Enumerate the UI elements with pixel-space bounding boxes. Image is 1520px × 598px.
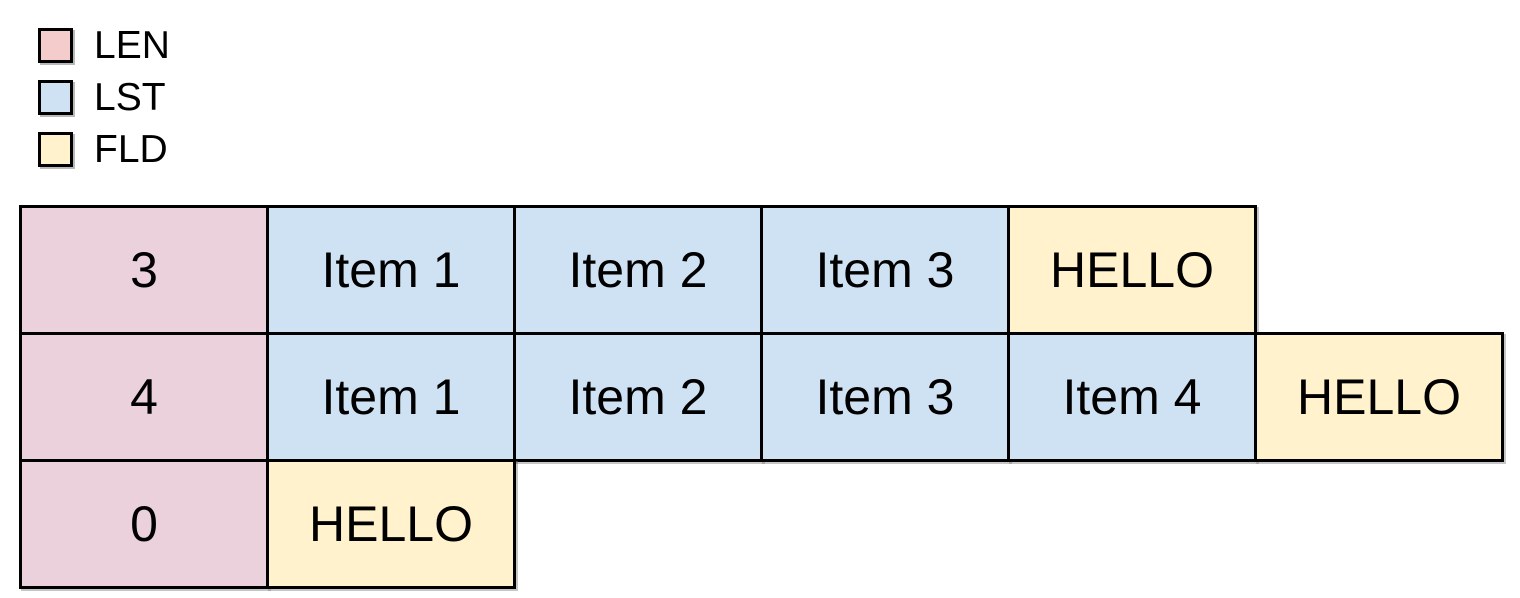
legend-label-lst: LST: [94, 76, 166, 119]
fld-cell: HELLO: [266, 459, 516, 589]
fld-cell: HELLO: [1254, 332, 1504, 462]
lst-color-swatch-icon: [38, 80, 73, 115]
legend-item-fld: FLD: [38, 128, 170, 171]
lst-item-cell: Item 3: [760, 332, 1010, 462]
fld-cell: HELLO: [1007, 205, 1257, 335]
legend-item-len: LEN: [38, 24, 170, 67]
legend-label-fld: FLD: [94, 128, 168, 171]
byte-layout-table: 3 Item 1 Item 2 Item 3 HELLO 4 Item 1 It…: [19, 205, 1504, 589]
len-cell: 0: [19, 459, 269, 589]
legend-item-lst: LST: [38, 76, 170, 119]
len-cell: 3: [19, 205, 269, 335]
lst-item-cell: Item 2: [513, 332, 763, 462]
lst-item-cell: Item 4: [1007, 332, 1257, 462]
lst-item-cell: Item 2: [513, 205, 763, 335]
lst-item-cell: Item 1: [266, 332, 516, 462]
lst-item-cell: Item 3: [760, 205, 1010, 335]
legend-label-len: LEN: [94, 24, 170, 67]
len-cell: 4: [19, 332, 269, 462]
legend: LEN LST FLD: [38, 24, 170, 184]
table-row: 4 Item 1 Item 2 Item 3 Item 4 HELLO: [19, 332, 1504, 462]
fld-color-swatch-icon: [38, 132, 73, 167]
lst-item-cell: Item 1: [266, 205, 516, 335]
len-color-swatch-icon: [38, 28, 73, 63]
table-row: 0 HELLO: [19, 459, 1504, 589]
table-row: 3 Item 1 Item 2 Item 3 HELLO: [19, 205, 1504, 335]
